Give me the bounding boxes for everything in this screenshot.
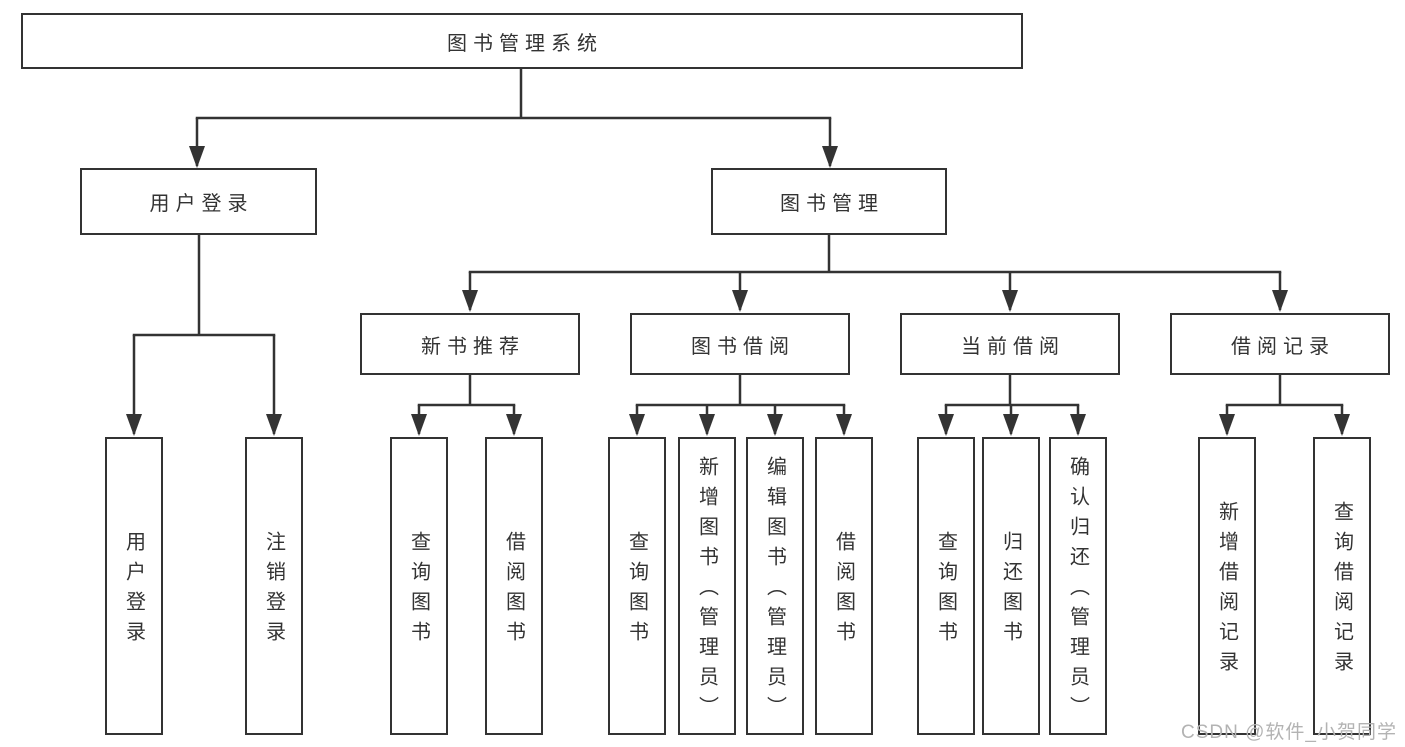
node-user-login-action: 用户登录 [105, 437, 163, 735]
connector-current-borrowing-to-leaves [938, 373, 1086, 436]
node-label: 借阅记录 [1231, 335, 1335, 358]
csdn-watermark: CSDN @软件_小贺同学 [1181, 722, 1397, 743]
node-label: 图书借阅 [691, 335, 795, 358]
node-label: 查询图书 [625, 531, 648, 651]
node-add-borrow-record: 新增借阅记录 [1198, 437, 1256, 735]
connector-root-to-level2 [189, 66, 838, 168]
node-label: 查询借阅记录 [1330, 501, 1353, 681]
node-book-borrowing: 图书借阅 [630, 313, 850, 375]
node-label: 归还图书 [999, 531, 1022, 651]
node-label: 用户登录 [122, 531, 145, 651]
node-query-books-borrowing: 查询图书 [608, 437, 666, 735]
node-edit-books-admin: 编辑图书（管理员） [746, 437, 804, 735]
node-label: 新增借阅记录 [1215, 501, 1238, 681]
node-label: 注销登录 [262, 531, 285, 651]
node-label: 借阅图书 [832, 531, 855, 651]
node-query-borrow-record: 查询借阅记录 [1313, 437, 1371, 735]
node-logout-action: 注销登录 [245, 437, 303, 735]
node-confirm-return-admin: 确认归还（管理员） [1049, 437, 1107, 735]
node-label: 新增图书（管理员） [695, 456, 718, 726]
node-user-login: 用户登录 [80, 168, 317, 235]
node-label: 图书管理 [780, 193, 884, 215]
connector-book-borrowing-to-leaves [629, 373, 852, 436]
connector-borrow-records-to-leaves [1219, 373, 1350, 436]
node-label: 新书推荐 [421, 335, 525, 358]
node-label: 查询图书 [934, 531, 957, 651]
node-borrow-books-recommend: 借阅图书 [485, 437, 543, 735]
node-query-books-recommend: 查询图书 [390, 437, 448, 735]
node-label: 图书管理系统 [447, 32, 603, 55]
node-label: 当前借阅 [961, 335, 1065, 358]
connector-book-management-to-level3 [462, 233, 1288, 312]
node-label: 借阅图书 [502, 531, 525, 651]
node-add-books-admin: 新增图书（管理员） [678, 437, 736, 735]
node-book-management: 图书管理 [711, 168, 947, 235]
node-label: 查询图书 [407, 531, 430, 651]
node-query-books-current: 查询图书 [917, 437, 975, 735]
connector-user-login-to-leaves [126, 233, 282, 436]
node-new-book-recommendation: 新书推荐 [360, 313, 580, 375]
node-label: 用户登录 [149, 193, 254, 215]
node-borrow-books-borrowing: 借阅图书 [815, 437, 873, 735]
node-library-system: 图书管理系统 [21, 13, 1023, 69]
connector-new-book-to-leaves [411, 373, 522, 436]
node-current-borrowing: 当前借阅 [900, 313, 1120, 375]
node-return-books: 归还图书 [982, 437, 1040, 735]
node-borrowing-records: 借阅记录 [1170, 313, 1390, 375]
node-label: 编辑图书（管理员） [763, 456, 786, 726]
node-label: 确认归还（管理员） [1066, 456, 1089, 726]
